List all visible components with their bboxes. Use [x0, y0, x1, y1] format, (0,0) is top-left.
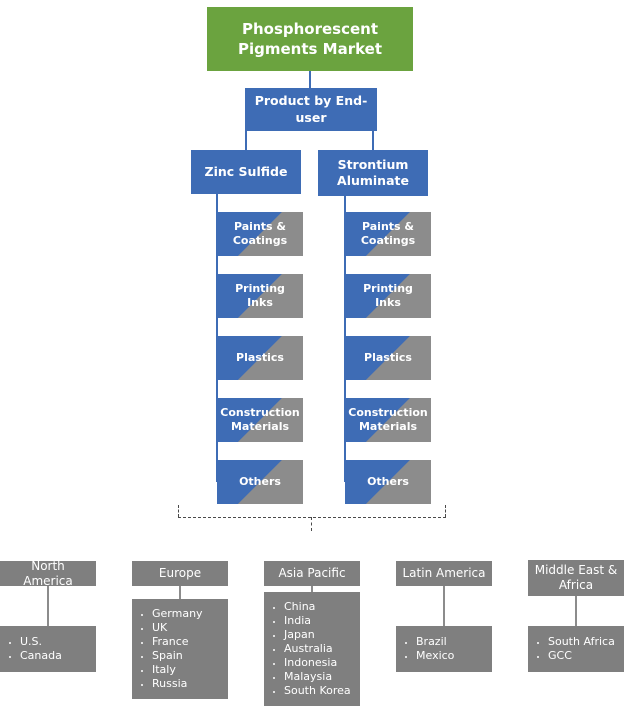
country-item: Australia [284, 642, 351, 656]
dashed-bracket-right [445, 505, 446, 517]
connector-line [575, 596, 577, 626]
region-header-middle-east-africa: Middle East & Africa [528, 560, 624, 596]
country-item: U.S. [20, 635, 62, 649]
root-node: Phosphorescent Pigments Market [207, 7, 413, 71]
country-item: Mexico [416, 649, 454, 663]
segment-plastics: Plastics [217, 336, 303, 380]
country-item: Russia [152, 677, 203, 691]
dashed-bracket-left [178, 505, 179, 517]
segment-paints-coatings: Paints & Coatings [345, 212, 431, 256]
country-item: Japan [284, 628, 351, 642]
branch-zinc-sulfide: Zinc Sulfide [191, 150, 301, 194]
country-item: Germany [152, 607, 203, 621]
country-item: Brazil [416, 635, 454, 649]
segment-paints-coatings: Paints & Coatings [217, 212, 303, 256]
segment-others: Others [217, 460, 303, 504]
connector-line [179, 586, 181, 599]
region-header-asia-pacific: Asia Pacific [264, 561, 360, 586]
country-item: GCC [548, 649, 615, 663]
level2-node: Product by End-user [245, 88, 377, 131]
country-item: France [152, 635, 203, 649]
country-item: South Africa [548, 635, 615, 649]
connector-line [443, 586, 445, 626]
segment-construction-materials: Construction Materials [345, 398, 431, 442]
connector-line [372, 131, 374, 150]
connector-line [311, 586, 313, 592]
segment-others: Others [345, 460, 431, 504]
region-list-latin-america: Brazil Mexico [396, 626, 492, 672]
connector-line [47, 586, 49, 626]
segment-plastics: Plastics [345, 336, 431, 380]
country-item: South Korea [284, 684, 351, 698]
country-item: India [284, 614, 351, 628]
country-item: Spain [152, 649, 203, 663]
segment-printing-inks: Printing Inks [217, 274, 303, 318]
dashed-bracket-stem [311, 517, 312, 531]
region-list-north-america: U.S. Canada [0, 626, 96, 672]
region-header-latin-america: Latin America [396, 561, 492, 586]
country-item: Indonesia [284, 656, 351, 670]
segment-printing-inks: Printing Inks [345, 274, 431, 318]
region-list-middle-east-africa: South Africa GCC [528, 626, 624, 672]
country-item: Canada [20, 649, 62, 663]
region-header-europe: Europe [132, 561, 228, 586]
region-header-north-america: North America [0, 559, 96, 588]
country-item: China [284, 600, 351, 614]
region-list-asia-pacific: China India Japan Australia Indonesia Ma… [264, 592, 360, 706]
country-item: Italy [152, 663, 203, 677]
dashed-bracket-bottom [178, 517, 446, 518]
region-list-europe: Germany UK France Spain Italy Russia [132, 599, 228, 699]
country-item: Malaysia [284, 670, 351, 684]
country-item: UK [152, 621, 203, 635]
connector-line [245, 131, 247, 150]
segment-construction-materials: Construction Materials [217, 398, 303, 442]
branch-strontium-aluminate: Strontium Aluminate [318, 150, 428, 196]
connector-line [309, 71, 311, 88]
